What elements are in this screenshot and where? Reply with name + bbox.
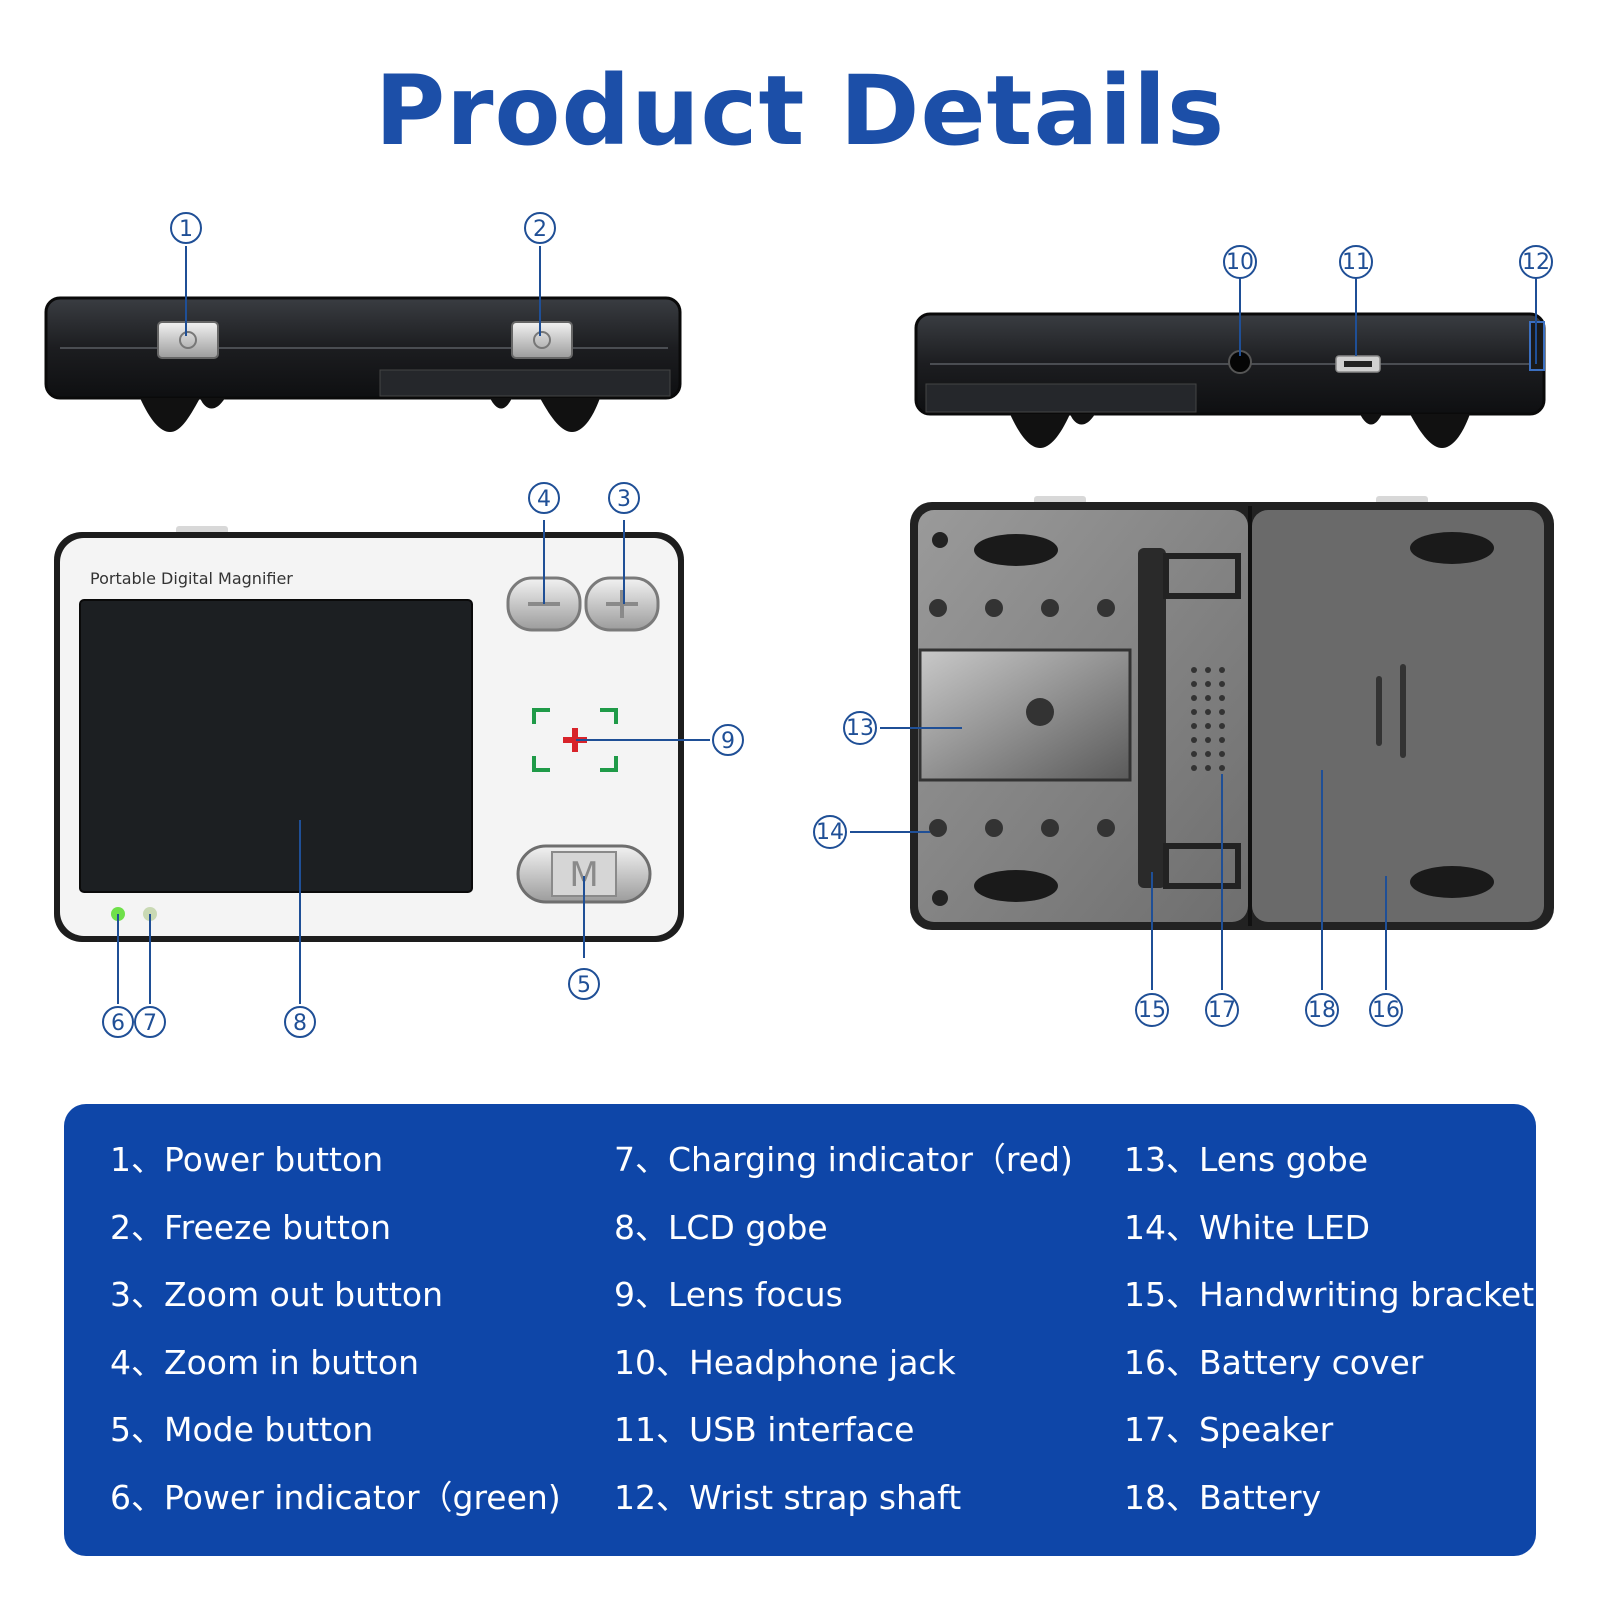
callout-18: 18 xyxy=(1305,993,1339,1027)
callout-2: 2 xyxy=(524,212,556,244)
zoom-out-button[interactable] xyxy=(584,576,660,632)
svg-text:6: 6 xyxy=(111,1011,125,1036)
callout-lines xyxy=(117,246,1537,1004)
legend-item: 15、Handwriting bracket xyxy=(1124,1275,1535,1314)
legend-item: 16、Battery cover xyxy=(1124,1342,1424,1382)
legend-item: 10、Headphone jack xyxy=(614,1342,956,1382)
legend-item: 17、Speaker xyxy=(1124,1410,1334,1449)
product-diagram: Portable Digital Magnifier M xyxy=(44,212,1554,1038)
svg-text:10: 10 xyxy=(1226,250,1254,275)
svg-text:12: 12 xyxy=(1522,250,1550,275)
legend-item: 11、USB interface xyxy=(614,1410,915,1449)
callouts: 1 2 3 4 5 6 7 8 9 10 11 12 13 14 15 16 1… xyxy=(102,212,1553,1038)
legend-item: 18、Battery xyxy=(1124,1477,1322,1517)
callout-12: 12 xyxy=(1519,245,1553,279)
svg-text:18: 18 xyxy=(1308,998,1336,1023)
legend-item: 14、White LED xyxy=(1124,1207,1371,1247)
svg-text:16: 16 xyxy=(1372,998,1400,1023)
camera-lens xyxy=(918,648,1132,782)
legend-item: 1、Power button xyxy=(110,1140,384,1179)
legend-item: 12、Wrist strap shaft xyxy=(614,1477,962,1517)
usb-port[interactable] xyxy=(1335,355,1381,373)
legend-column-1: 1、Power button 2、Freeze button 3、Zoom ou… xyxy=(110,1126,561,1531)
battery-cover[interactable] xyxy=(1252,510,1544,922)
callout-9: 9 xyxy=(712,724,744,756)
legend-column-3: 13、Lens gobe 14、White LED 15、Handwriting… xyxy=(1124,1126,1534,1531)
callout-14: 14 xyxy=(813,815,847,849)
callout-6: 6 xyxy=(102,1006,134,1038)
svg-text:2: 2 xyxy=(533,217,547,242)
legend-item: 9、Lens focus xyxy=(614,1275,843,1314)
callout-17: 17 xyxy=(1205,993,1239,1027)
svg-text:15: 15 xyxy=(1138,998,1166,1023)
callout-5: 5 xyxy=(568,968,600,1000)
callout-11: 11 xyxy=(1339,245,1373,279)
legend-item: 3、Zoom out button xyxy=(110,1275,443,1314)
device-bottom-view xyxy=(914,312,1546,448)
freeze-button[interactable] xyxy=(511,321,573,359)
svg-text:1: 1 xyxy=(179,217,193,242)
lcd-screen xyxy=(79,599,473,893)
lens-focus-icon xyxy=(532,708,618,772)
svg-text:13: 13 xyxy=(846,716,874,741)
device-top-view xyxy=(44,296,682,432)
callout-13: 13 xyxy=(843,711,877,745)
page-title: Product Details xyxy=(374,55,1226,167)
handwriting-bracket xyxy=(1138,548,1241,889)
device-back-view xyxy=(910,496,1554,930)
legend-item: 2、Freeze button xyxy=(110,1207,391,1247)
callout-1: 1 xyxy=(170,212,202,244)
power-button[interactable] xyxy=(157,321,219,359)
callout-3: 3 xyxy=(608,482,640,514)
legend-column-2: 7、Charging indicator（red) 8、LCD gobe 9、L… xyxy=(614,1126,1073,1531)
svg-text:11: 11 xyxy=(1342,250,1370,275)
legend-item: 13、Lens gobe xyxy=(1124,1140,1369,1179)
svg-text:14: 14 xyxy=(816,820,844,845)
legend-item: 7、Charging indicator（red) xyxy=(614,1140,1073,1179)
device-label: Portable Digital Magnifier xyxy=(90,569,293,588)
callout-7: 7 xyxy=(134,1006,166,1038)
callout-10: 10 xyxy=(1223,245,1257,279)
parts-legend: 1、Power button 2、Freeze button 3、Zoom ou… xyxy=(64,1104,1536,1556)
device-front-view: Portable Digital Magnifier M xyxy=(54,526,684,942)
speaker-grille xyxy=(1191,667,1225,771)
svg-text:4: 4 xyxy=(537,487,551,512)
legend-item: 4、Zoom in button xyxy=(110,1342,420,1382)
legend-item: 6、Power indicator（green) xyxy=(110,1477,561,1517)
legend-item: 5、Mode button xyxy=(110,1410,374,1449)
svg-text:3: 3 xyxy=(617,487,631,512)
svg-text:5: 5 xyxy=(577,973,591,998)
svg-text:9: 9 xyxy=(721,729,735,754)
callout-15: 15 xyxy=(1135,993,1169,1027)
legend-item: 8、LCD gobe xyxy=(614,1207,828,1247)
svg-text:8: 8 xyxy=(293,1011,307,1036)
svg-text:17: 17 xyxy=(1208,998,1236,1023)
white-led-row xyxy=(929,599,1115,837)
callout-8: 8 xyxy=(284,1006,316,1038)
callout-4: 4 xyxy=(528,482,560,514)
callout-16: 16 xyxy=(1369,993,1403,1027)
svg-text:7: 7 xyxy=(143,1011,157,1036)
